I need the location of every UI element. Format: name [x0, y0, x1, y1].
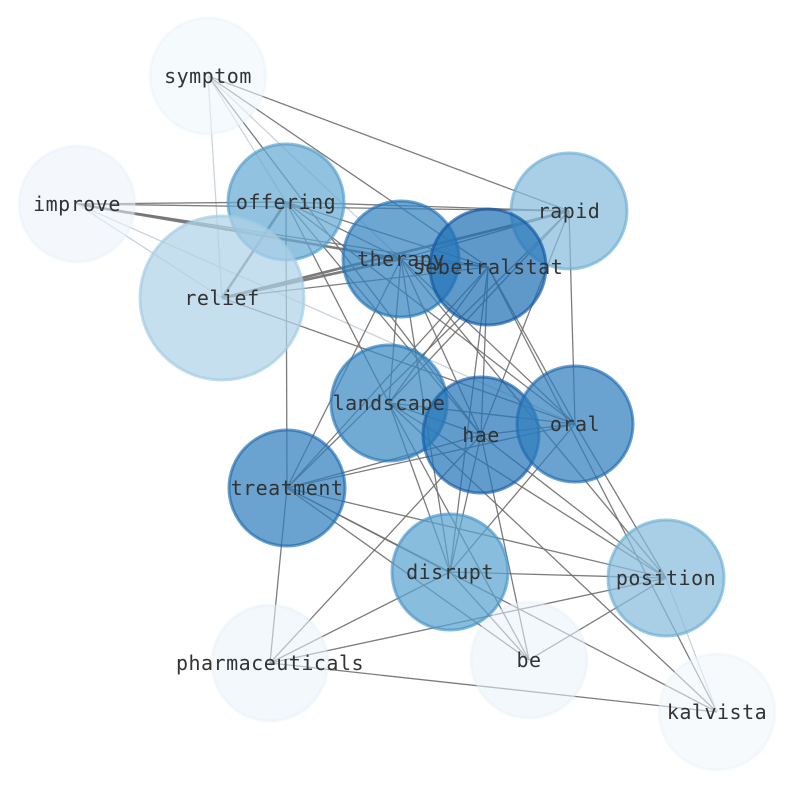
- node-layer: [17, 16, 777, 772]
- node-disrupt: [390, 512, 510, 632]
- label-layer: symptom improve offering rapid therapysebetr…: [33, 64, 767, 724]
- node-label-symptom: symptom: [164, 64, 252, 88]
- node-label-relief: relief: [184, 286, 259, 310]
- node-label-be: be: [516, 648, 541, 672]
- node-label-hae: hae: [462, 423, 500, 447]
- node-label-disrupt: disrupt: [406, 560, 494, 584]
- node-pharmaceuticals: [210, 603, 330, 723]
- node-label-rapid: rapid: [538, 199, 601, 223]
- edge-symptom-rapid: [207, 75, 570, 212]
- node-improve: [17, 144, 137, 264]
- node-treatment: [227, 428, 347, 548]
- node-label-improve: improve: [33, 192, 121, 216]
- node-kalvista: [657, 652, 777, 772]
- node-label-offering: offering: [236, 190, 336, 214]
- node-sebetralstat: [428, 207, 548, 327]
- node-label-kalvista: kalvista: [667, 700, 767, 724]
- node-label-treatment: treatment: [231, 476, 344, 500]
- node-be: [469, 600, 589, 720]
- node-label-pharmaceuticals: pharmaceuticals: [176, 651, 364, 675]
- node-position: [606, 518, 726, 638]
- node-symptom: [148, 16, 268, 136]
- edge-sebetralstat-kalvista: [487, 266, 718, 713]
- node-relief: [138, 214, 306, 382]
- node-label-oral: oral: [550, 412, 600, 436]
- edge-offering-oral: [285, 201, 576, 425]
- node-oral: [515, 364, 635, 484]
- node-label-therapy: therapy: [357, 247, 445, 271]
- node-label-landscape: landscape: [333, 391, 446, 415]
- node-label-sebetralstat: sebetralstat: [413, 255, 564, 279]
- node-label-position: position: [616, 566, 716, 590]
